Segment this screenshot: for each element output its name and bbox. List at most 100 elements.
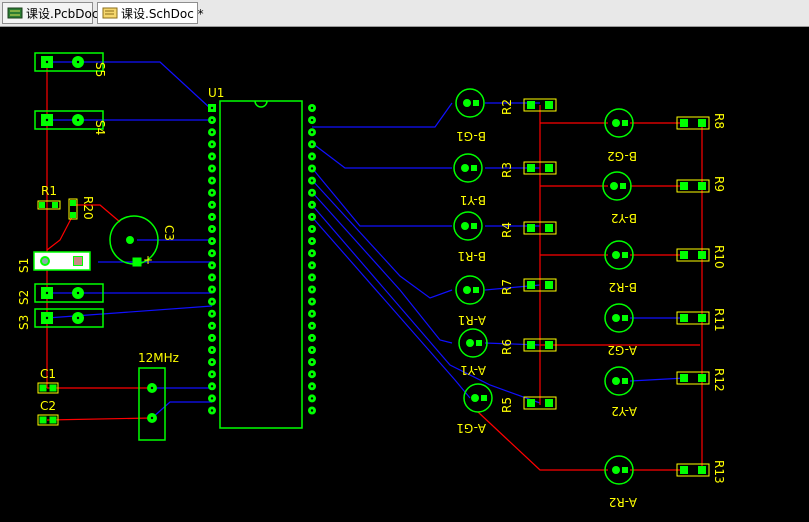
drill-hole — [310, 276, 314, 279]
top-layer-trace — [47, 61, 211, 109]
led-a-g1-pad — [471, 394, 479, 402]
pcb-doc-icon — [7, 7, 23, 19]
top-layer-trace — [311, 167, 452, 227]
resistor-r11-designator: R11 — [712, 308, 726, 332]
led-b-y1-pad — [471, 165, 477, 171]
drill-hole — [210, 203, 214, 206]
led-a-y2-outline — [604, 366, 634, 396]
led-a-g1-pad — [481, 395, 487, 401]
resistor-r7-body — [523, 278, 557, 292]
drill-hole — [310, 131, 314, 134]
capacitor-c1-designator: C1 — [40, 367, 56, 381]
led-b-g2-pad — [622, 120, 628, 126]
resistor-r1-body — [37, 200, 61, 210]
led-a-r2-designator: A-R2 — [609, 495, 637, 509]
switch-s5-designator: S5 — [93, 62, 107, 77]
resistor-r10-body — [676, 248, 710, 262]
led-b-y1-designator: B-Y1 — [460, 193, 486, 207]
drill-hole — [150, 416, 154, 420]
switch-s1-pad-inner — [42, 258, 48, 264]
led-a-y1-pad — [476, 340, 482, 346]
resistor-r20-pad — [70, 200, 76, 206]
resistor-r8-pad — [680, 119, 688, 127]
resistor-r13-pad — [698, 466, 706, 474]
resistor-r8-pad — [698, 119, 706, 127]
drill-hole — [45, 316, 49, 320]
resistor-r10-designator: R10 — [712, 245, 726, 269]
drill-hole — [310, 324, 314, 327]
bottom-layer-trace — [46, 214, 74, 251]
capacitor-c2-designator: C2 — [40, 399, 56, 413]
switch-s4-designator: S4 — [93, 120, 107, 135]
document-tab-bar: 课设.PcbDoc 课设.SchDoc * — [0, 0, 809, 27]
resistor-r8-designator: R8 — [712, 113, 726, 129]
drill-hole — [310, 227, 314, 231]
led-a-y2-designator: A-Y2 — [611, 404, 637, 418]
resistor-r7-designator: R7 — [500, 279, 514, 295]
drill-hole — [310, 118, 314, 122]
resistor-r10-pad — [698, 251, 706, 259]
resistor-r5-pad — [527, 399, 535, 407]
resistor-r11-pad — [698, 314, 706, 322]
drill-hole — [45, 60, 49, 64]
resistor-r20-pad — [70, 212, 76, 218]
capacitor-c1-pad — [49, 384, 57, 392]
drill-hole — [210, 118, 214, 122]
sch-doc-icon — [102, 7, 118, 19]
resistor-r4-body — [523, 221, 557, 235]
drill-hole — [310, 191, 314, 194]
crystal-frequency-label: 12MHz — [138, 351, 179, 365]
resistor-r1-pad — [52, 202, 58, 208]
tab-sch-doc-label: 课设.SchDoc * — [121, 6, 204, 21]
drill-hole — [210, 312, 214, 315]
tab-pcb-doc[interactable]: 课设.PcbDoc — [2, 2, 98, 24]
drill-hole — [310, 397, 314, 400]
drill-hole — [310, 264, 314, 267]
led-b-g1-pad — [463, 99, 471, 107]
led-b-r1-pad — [471, 223, 477, 229]
drill-hole — [210, 276, 214, 279]
pcb-layout-canvas[interactable]: U1S5S4S1S2S3R1R20+C3C1C212MHzB-G1B-Y1B-R… — [0, 27, 809, 522]
resistor-r8-body — [676, 116, 710, 130]
drill-hole — [45, 291, 49, 295]
led-a-g2-designator: A-G2 — [607, 343, 637, 357]
led-b-r2-outline — [604, 240, 634, 270]
resistor-r12-designator: R12 — [712, 368, 726, 392]
drill-hole — [76, 118, 80, 122]
resistor-r4-pad — [527, 224, 535, 232]
resistor-r13-pad — [680, 466, 688, 474]
resistor-r6-designator: R6 — [500, 339, 514, 355]
capacitor-c2-pad — [39, 416, 47, 424]
resistor-r12-body — [676, 371, 710, 385]
resistor-r5-body — [523, 396, 557, 410]
resistor-r9-designator: R9 — [712, 176, 726, 192]
resistor-r13-body — [676, 463, 710, 477]
drill-hole — [310, 312, 314, 315]
led-a-g1-designator: A-G1 — [456, 421, 486, 435]
led-a-y1-pad — [466, 339, 474, 347]
resistor-r3-pad — [527, 164, 535, 172]
tab-sch-doc[interactable]: 课设.SchDoc * — [97, 2, 204, 24]
resistor-r20-designator: R20 — [81, 196, 95, 220]
resistor-r7-pad — [545, 281, 553, 289]
drill-hole — [210, 264, 214, 267]
led-b-y1-pad — [461, 164, 469, 172]
led-a-g2-pad — [612, 314, 620, 322]
resistor-r2-pad — [527, 101, 535, 109]
drill-hole — [45, 118, 49, 122]
capacitor-c1-body — [37, 382, 59, 394]
drill-hole — [210, 397, 214, 400]
resistor-r11-pad — [680, 314, 688, 322]
resistor-r2-pad — [545, 101, 553, 109]
drill-hole — [310, 252, 314, 255]
drill-hole — [210, 336, 214, 340]
drill-hole — [310, 336, 314, 340]
led-a-y1-designator: A-Y1 — [460, 363, 486, 377]
drill-hole — [210, 348, 214, 352]
ic-u1-outline — [219, 100, 303, 429]
drill-hole — [210, 131, 214, 134]
drill-hole — [310, 215, 314, 219]
drill-hole — [210, 385, 214, 388]
drill-hole — [76, 316, 80, 320]
switch-s2-designator: S2 — [17, 290, 31, 305]
